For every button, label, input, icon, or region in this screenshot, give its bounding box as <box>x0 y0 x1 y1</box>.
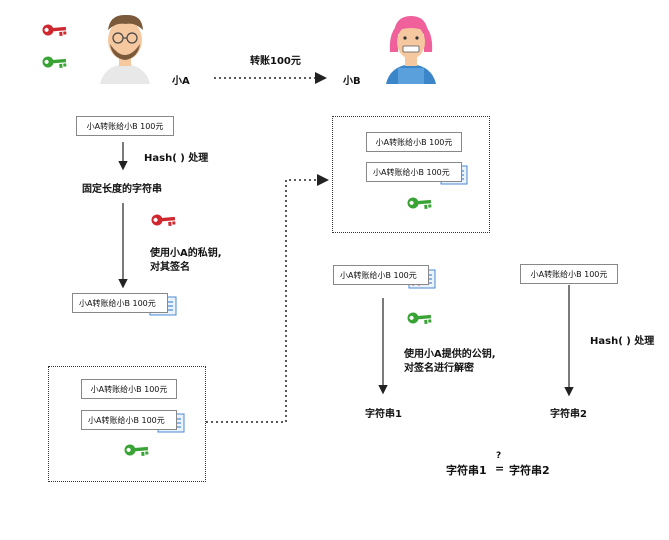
transfer-label: 转账100元 <box>250 56 301 67</box>
compare-right: 字符串2 <box>509 464 550 477</box>
signed-message-box: 小A转账给小B 100元 <box>333 265 429 285</box>
person-b-label: 小B <box>343 76 361 87</box>
string1-label: 字符串1 <box>365 409 402 420</box>
public-key-icon <box>40 47 70 78</box>
sign-label-line1: 使用小A的私钥, <box>150 248 222 259</box>
string2-label: 字符串2 <box>550 409 587 420</box>
fixed-string-label: 固定长度的字符串 <box>82 184 162 195</box>
private-key-icon <box>40 15 70 46</box>
message-box: 小A转账给小B 100元 <box>76 116 174 136</box>
sender-package <box>48 366 206 482</box>
message-box: 小A转账给小B 100元 <box>81 379 177 399</box>
person-a-label: 小A <box>172 76 190 87</box>
person-a-avatar <box>100 14 150 84</box>
public-key-icon <box>405 303 435 334</box>
private-key-icon <box>149 205 179 236</box>
compare-question: ? <box>496 451 502 461</box>
hash-label-left: Hash( ) 处理 <box>144 153 209 164</box>
decrypt-label-line2: 对签名进行解密 <box>404 363 474 374</box>
send-arrow <box>206 174 329 423</box>
compare-operator: = <box>495 462 505 475</box>
signed-message-box: 小A转账给小B 100元 <box>81 410 177 430</box>
hash-label-right: Hash( ) 处理 <box>590 336 655 347</box>
message-box: 小A转账给小B 100元 <box>520 264 618 284</box>
compare-left: 字符串1 <box>446 464 487 477</box>
sign-label-line2: 对其签名 <box>150 262 190 273</box>
message-box: 小A转账给小B 100元 <box>366 132 462 152</box>
receiver-package <box>332 116 490 233</box>
signed-message-box: 小A转账给小B 100元 <box>366 162 462 182</box>
person-b-avatar <box>386 16 436 84</box>
signed-message-box: 小A转账给小B 100元 <box>72 293 168 313</box>
decrypt-label-line1: 使用小A提供的公钥, <box>404 349 496 360</box>
